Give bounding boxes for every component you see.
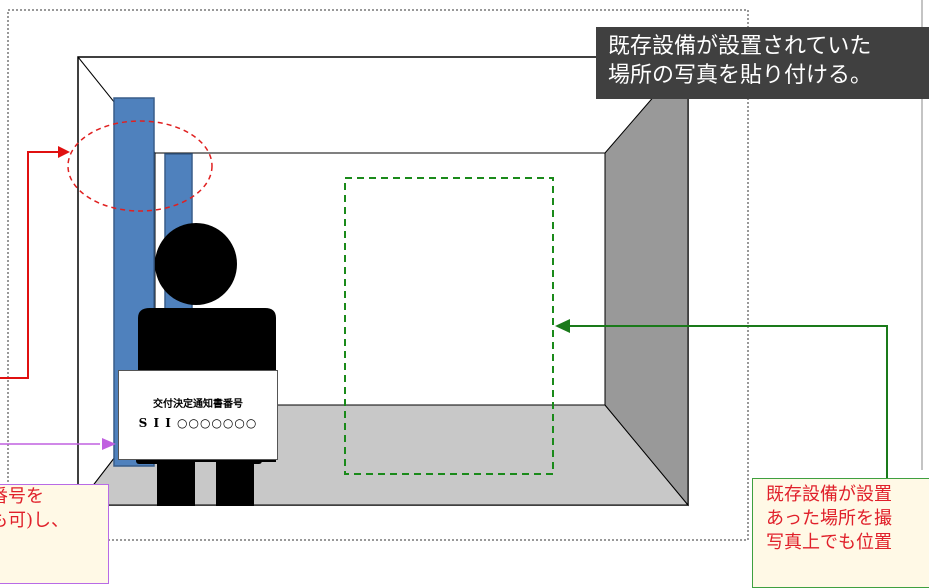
person-head <box>155 223 237 305</box>
number-instruction-callout: 番号を も可)し、 <box>0 484 109 584</box>
equipment-highlight-circle <box>67 120 213 212</box>
red-arrow-head <box>58 146 70 158</box>
location-instruction-line2: あった場所を撮 <box>766 508 892 529</box>
green-arrow-head <box>555 319 570 333</box>
photo-instruction-line1: 既存設備が設置されていた <box>608 34 872 59</box>
red-arrow-line <box>0 151 62 379</box>
person-body <box>138 308 276 372</box>
purple-arrow-head <box>102 438 116 450</box>
number-instruction-line2: も可)し、 <box>0 510 70 531</box>
location-instruction-callout: 既存設備が設置 あった場所を撮 写真上でも位置 <box>752 478 929 588</box>
sign-title: 交付決定通知書番号 <box>153 399 243 410</box>
green-arrow-line <box>568 325 888 478</box>
number-instruction-line1: 番号を <box>0 486 44 507</box>
sign-number: S I I ○○○○○○○ <box>138 416 258 430</box>
room-diagram <box>0 0 923 541</box>
photo-area-frame <box>7 9 749 541</box>
location-instruction-line1: 既存設備が設置 <box>766 484 892 505</box>
person-leg-left <box>157 458 195 506</box>
location-instruction-line3: 写真上でも位置 <box>766 532 892 553</box>
number-sign: 交付決定通知書番号 S I I ○○○○○○○ <box>118 370 278 460</box>
person-leg-right <box>216 458 254 506</box>
photo-instruction-line2: 場所の写真を貼り付ける。 <box>608 63 873 88</box>
photo-instruction-callout: 既存設備が設置されていた 場所の写真を貼り付ける。 <box>596 27 929 99</box>
